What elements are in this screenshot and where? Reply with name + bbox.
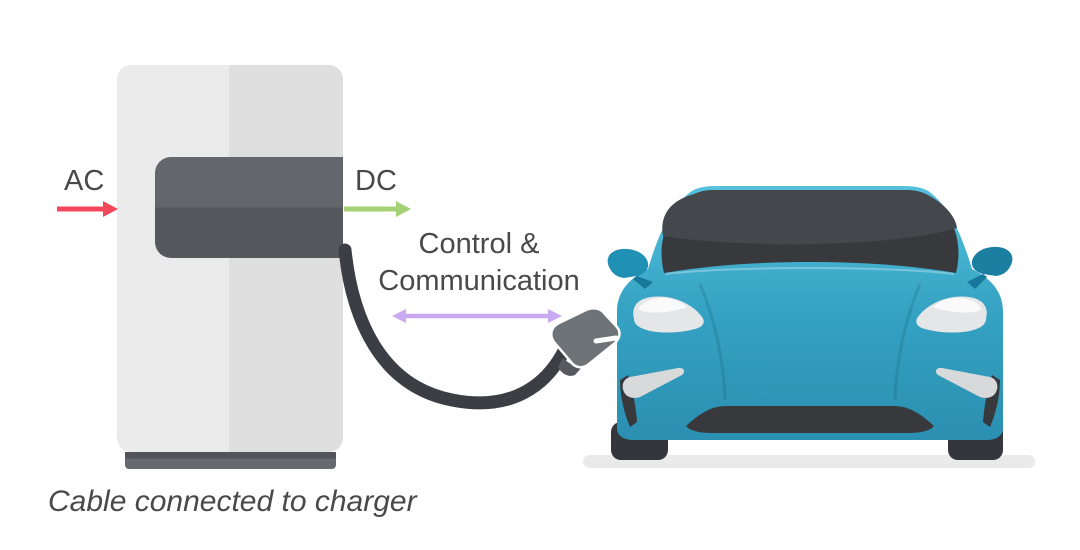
mirror-left-icon	[607, 248, 653, 289]
headlight-right	[916, 296, 987, 333]
dc-label: DC	[355, 165, 397, 197]
charger-panel	[155, 157, 343, 258]
hood-crease-left	[698, 283, 727, 401]
caption: Cable connected to charger	[48, 485, 417, 518]
ac-label: AC	[64, 165, 105, 197]
cowl-highlight	[665, 267, 955, 275]
ground-shadow	[583, 455, 1035, 468]
grille	[686, 406, 934, 433]
comm-arrow-icon	[392, 309, 562, 323]
headlight-left	[633, 296, 704, 333]
control-line2: Communication	[378, 265, 580, 297]
windshield-sheen	[662, 190, 957, 245]
charger-base	[125, 452, 336, 469]
control-line1: Control &	[418, 228, 540, 260]
ac-arrow-icon	[57, 201, 118, 217]
fog-trim-left	[620, 367, 685, 427]
control-communication-label: Control & Communication	[367, 226, 591, 300]
ev-car-icon	[583, 186, 1035, 468]
charger-body	[117, 65, 343, 452]
fog-trim-right	[935, 367, 1000, 427]
dc-arrow-icon	[344, 201, 411, 217]
mirror-right-icon	[967, 246, 1013, 289]
hood-crease-right	[893, 283, 922, 401]
